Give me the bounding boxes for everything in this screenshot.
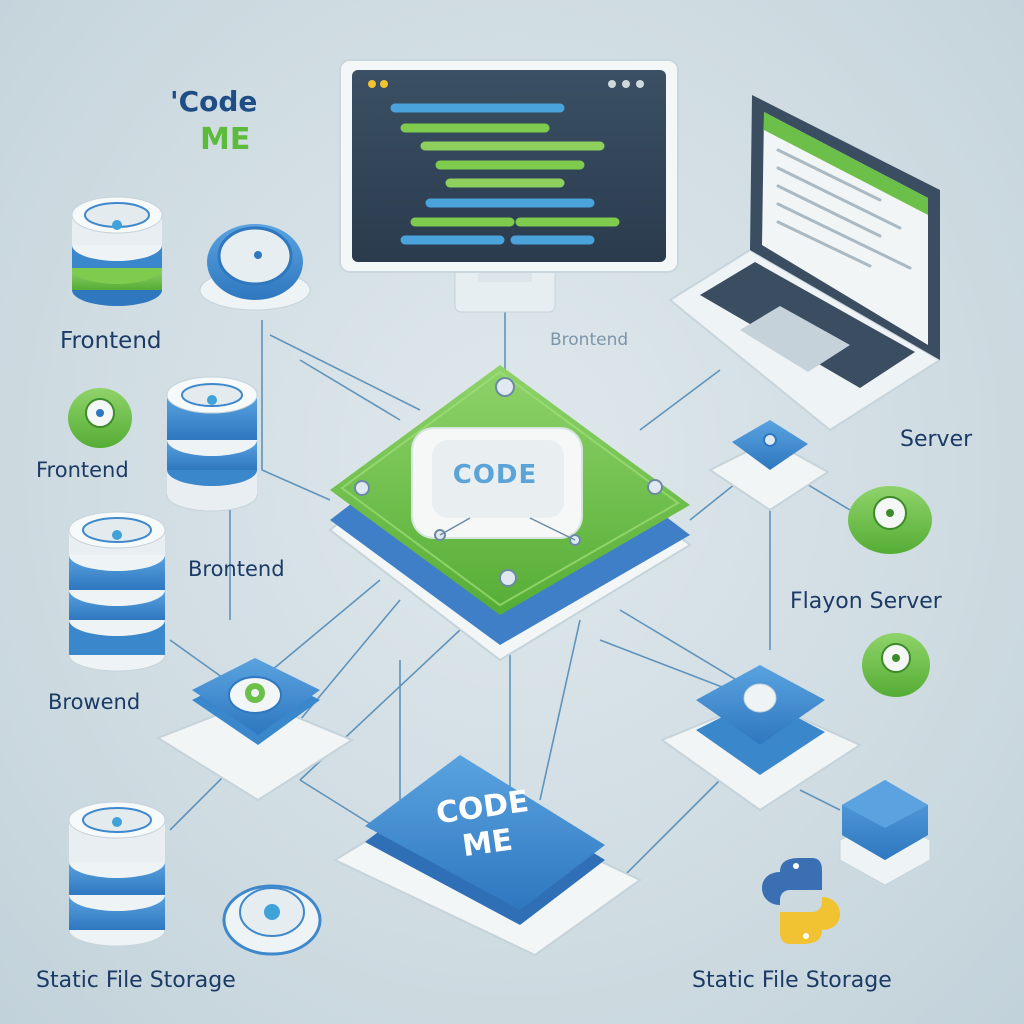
monitor-icon <box>339 59 679 313</box>
code-me-plate <box>332 755 642 957</box>
code-lines <box>390 103 620 245</box>
label-static-file-storage-right: Static File Storage <box>692 968 892 993</box>
label-static-file-storage-left: Static File Storage <box>36 968 236 993</box>
label-server: Server <box>900 427 973 452</box>
database-stack-icon <box>68 196 258 947</box>
laptop-icon <box>668 95 942 432</box>
python-logo-icon <box>762 858 840 944</box>
brand-title-line2: ME <box>200 122 251 157</box>
label-frontend-1: Frontend <box>60 328 162 354</box>
central-hub <box>328 365 692 662</box>
node-platforms <box>155 420 931 886</box>
label-brontend-mid: Brontend <box>188 557 285 581</box>
label-flayon-server: Flayon Server <box>790 589 942 614</box>
brand-title-line1: 'Code <box>170 85 258 118</box>
node-button-icon <box>68 224 932 956</box>
label-browend: Browend <box>48 690 141 714</box>
hub-chip-label: CODE <box>452 460 538 490</box>
label-frontend-2: Frontend <box>36 458 129 482</box>
label-brontend-top: Brontend <box>550 330 629 350</box>
